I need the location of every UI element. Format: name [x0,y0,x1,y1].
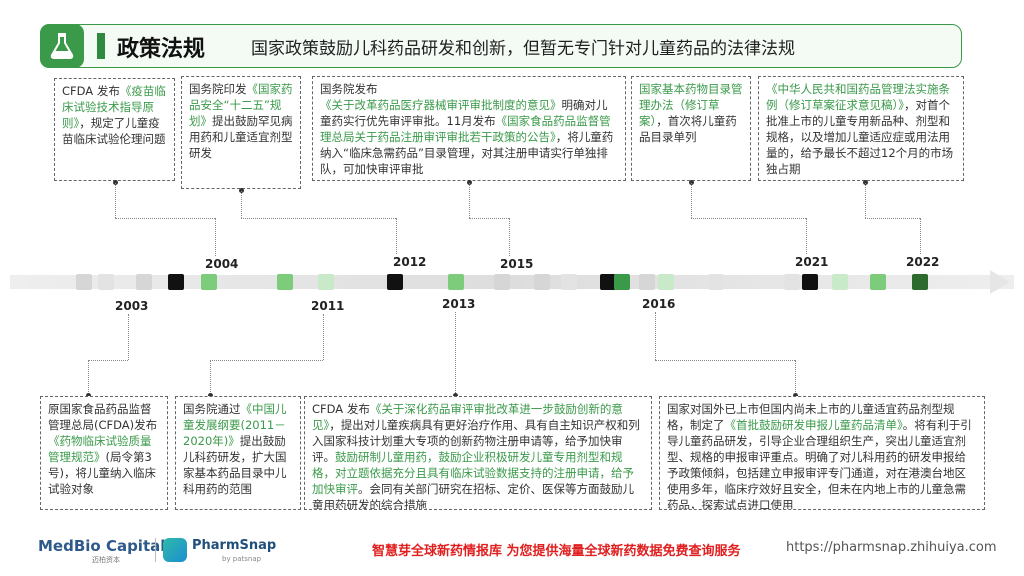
connector-dot [86,393,91,398]
connector-dot [467,180,472,185]
connector-line [115,183,116,218]
year-label-2004: 2004 [205,257,239,271]
medbio-logo: MedBio Capital [38,537,166,555]
connector-line [469,218,509,219]
connector-line [455,312,456,395]
timeline-marker [168,274,184,290]
timeline-marker [639,274,655,290]
event-box-2015: 国务院发布《关于改革药品医疗器械审评审批制度的意见》明确对儿童药实行优先审评审批… [312,76,626,181]
year-label-2012: 2012 [393,255,427,269]
connector-line [115,218,215,219]
event-box-2021: 国家基本药物目录管理办法（修订草案），首次将儿童药品目录单列 [631,76,751,181]
connector-line [215,218,216,256]
header-icon-box [40,24,84,68]
connector-line [210,360,323,361]
page-subtitle: 国家政策鼓励儿科药品研发和创新，但暂无专门针对儿童药品的法律法规 [251,39,795,59]
connector-dot [208,393,213,398]
timeline-marker [561,274,577,290]
connector-line [795,360,796,394]
footer-url-link[interactable]: https://pharmsnap.zhihuiya.com [786,540,997,555]
connector-line [128,314,129,360]
year-label-2021: 2021 [795,255,829,269]
connector-line [691,183,692,218]
timeline-marker [614,274,630,290]
timeline-marker [277,274,293,290]
year-label-2016: 2016 [642,297,676,311]
year-label-2011: 2011 [311,299,345,313]
connector-dot [239,188,244,193]
connector-line [241,218,396,219]
connector-line [210,360,211,394]
connector-dot [863,180,868,185]
timeline-marker [201,274,217,290]
connector-line [88,360,89,394]
timeline-marker [494,274,510,290]
timeline-marker [658,274,674,290]
connector-line [509,218,510,256]
connector-dot [453,393,458,398]
connector-line [469,183,470,218]
footer-slogan: 智慧芽全球新药情报库 为您提供海量全球新药数据免费查询服务 [372,544,741,559]
connector-dot [793,393,798,398]
timeline-marker [802,274,818,290]
flask-icon [50,33,74,59]
connector-dot [113,180,118,185]
timeline-marker [708,274,724,290]
connector-line [865,183,866,218]
timeline-marker [784,274,800,290]
timeline-marker [318,274,334,290]
timeline-marker [448,274,464,290]
event-box-2022: 《中华人民共和国药品管理法实施条例（修订草案征求意见稿）》，对首个批准上市的儿童… [758,76,964,181]
connector-line [865,218,920,219]
year-label-2003: 2003 [115,299,149,313]
header-accent-bar [97,33,105,59]
timeline-marker [76,274,92,290]
timeline-marker [534,274,550,290]
section-header: 政策法规 国家政策鼓励儿科药品研发和创新，但暂无专门针对儿童药品的法律法规 [40,24,962,68]
event-box-2003: 原国家食品药品监督管理总局(CFDA)发布《药物临床试验质量管理规范》(局令第3… [40,396,168,510]
timeline-marker [136,274,152,290]
event-box-2016: 国家对国外已上市但国内尚未上市的儿童适宜药品剂型规格，制定了《首批鼓励研发申报儿… [659,396,985,510]
pharmsnap-logo: PharmSnap [192,538,277,553]
timeline-bar [10,275,1014,289]
connector-line [323,314,324,360]
pharmsnap-logo-sub: by patsnap [222,555,262,563]
connector-line [88,360,128,361]
connector-line [806,218,807,254]
connector-line [691,218,806,219]
pharmsnap-logo-icon [163,538,187,562]
timeline-marker [98,274,114,290]
timeline-marker [600,274,616,290]
timeline-marker [870,274,886,290]
connector-line [396,218,397,254]
timeline-marker [832,274,848,290]
connector-line [655,312,656,360]
event-box-2012: 国务院印发《国家药品安全“十二五”规划》提出鼓励罕见病用药和儿童适宜剂型研发 [181,76,301,189]
connector-line [655,360,795,361]
year-label-2022: 2022 [906,255,940,269]
timeline-marker [387,274,403,290]
footer-divider [155,538,156,562]
connector-line [241,191,242,218]
medbio-logo-sub: 迈柏资本 [92,556,120,564]
event-box-2013: CFDA 发布《关于深化药品审评审批改革进一步鼓励创新的意见》，提出对儿童疾病具… [304,396,652,510]
event-box-2011: 国务院通过《中国儿童发展纲要(2011－2020年)》提出鼓励儿科药研发，扩大国… [175,396,301,510]
timeline-marker [912,274,928,290]
year-label-2013: 2013 [442,297,476,311]
timeline-arrow [990,270,1010,294]
year-label-2015: 2015 [500,257,534,271]
event-box-2004: CFDA 发布《疫苗临床试验技术指导原则》，规定了儿童疫苗临床试验伦理问题 [54,78,175,181]
connector-dot [689,180,694,185]
connector-line [920,218,921,254]
page-title: 政策法规 [117,37,206,62]
